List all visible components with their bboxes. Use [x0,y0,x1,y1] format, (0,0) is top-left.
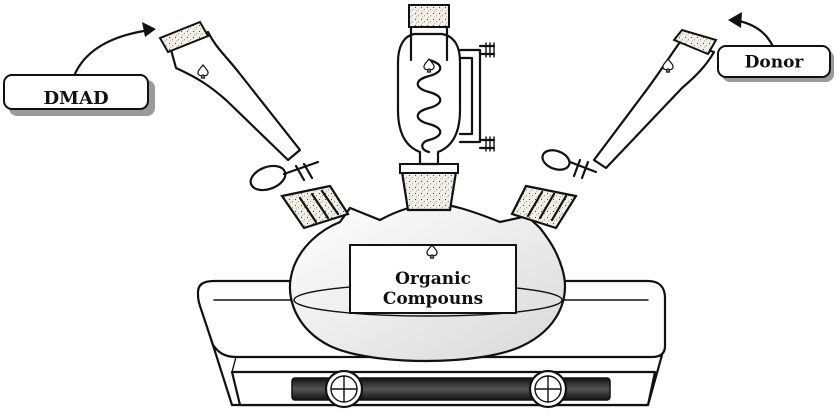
right-addition-funnel [510,28,718,230]
right-dial-icon [528,369,568,409]
right-funnel-body [592,40,716,170]
right-stopcock-handle [541,149,571,171]
flask-label-line1: Organic [395,269,471,289]
condenser-jacket [396,32,462,166]
left-addition-funnel [158,20,350,230]
left-funnel-body [168,30,302,162]
reflux-condenser [396,4,496,212]
right-joint [510,184,578,230]
left-funnel-stopper [158,20,210,54]
donor-label: Donor [745,53,805,73]
left-joint [280,184,350,230]
donor-label-box: Donor [717,45,834,82]
center-joint [400,170,458,212]
condenser-coil [416,58,442,154]
flask-label-line2: Compouns [383,289,483,309]
left-curved-arrow [72,22,156,78]
dmad-label: DMAD [43,88,108,109]
condenser-water-outlet [478,42,496,58]
left-dial-icon [324,369,364,409]
dmad-label-box: DMAD [3,74,155,116]
condenser-water-inlet [478,136,496,152]
condenser-top-stopper [408,4,450,28]
left-stopcock-handle [249,164,287,192]
right-funnel-stopper [672,28,718,56]
three-neck-flask: Organic Compouns [289,202,567,363]
